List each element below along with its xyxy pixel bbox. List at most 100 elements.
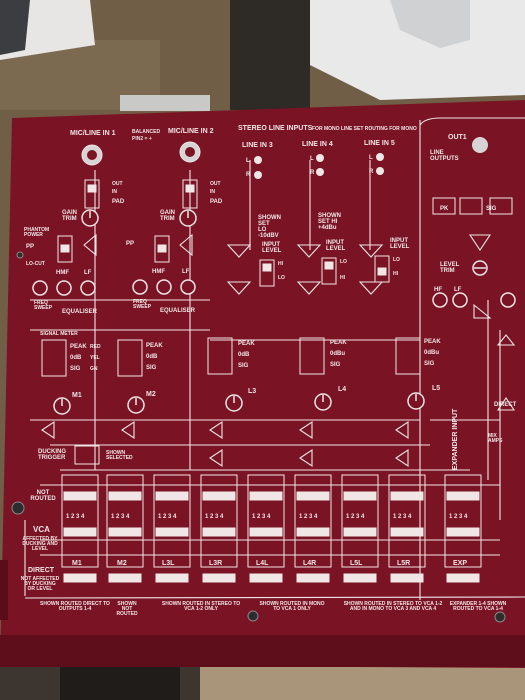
bottom-note-2: SHOWN NOT ROUTED <box>112 602 142 617</box>
peak-2: PEAK <box>146 343 163 349</box>
line-outputs-label: LINE OUTPUTS <box>430 150 470 162</box>
hi-5: HI <box>393 272 398 277</box>
lo-3: LO <box>278 276 285 281</box>
nums-l3l: 1 2 3 4 <box>158 514 176 520</box>
gain-trim-2: GAIN TRIM <box>160 210 184 222</box>
line3-label: LINE IN 3 <box>242 142 273 149</box>
hi-3: HI <box>278 262 283 267</box>
stereo-sub: FOR MONO LINE SET ROUTING FOR MONO <box>312 127 417 132</box>
peak-5: PEAK <box>424 339 441 345</box>
nums-l5l: 1 2 3 4 <box>346 514 364 520</box>
mic2-label: MIC/LINE IN 2 <box>168 128 214 135</box>
sig-2: SIG <box>146 365 156 371</box>
lf-2: LF <box>182 269 189 275</box>
l3-left: L <box>246 158 250 164</box>
m1-label: M1 <box>72 392 82 399</box>
nums-l3r: 1 2 3 4 <box>205 514 223 520</box>
direct-left-label: DIRECT <box>28 567 54 574</box>
freq-sweep-2: FREQ SWEEP <box>133 300 155 310</box>
bottom-note-5: SHOWN ROUTED IN STEREO TO VCA 1-2 AND IN… <box>338 602 448 612</box>
signal-meter-label: SIGNAL METER <box>40 332 78 337</box>
nums-m1: 1 2 3 4 <box>66 514 84 520</box>
direct-sub: NOT AFFECTED BY DUCKING OR LEVEL <box>20 577 60 592</box>
odb-3: 0dB <box>238 352 249 358</box>
channel-l4r: L4R <box>303 560 316 567</box>
l4-left: L <box>310 156 314 162</box>
nums-l4r: 1 2 3 4 <box>299 514 317 520</box>
nums-l5r: 1 2 3 4 <box>393 514 411 520</box>
equaliser-2: EQUALISER <box>160 308 195 314</box>
channel-m1: M1 <box>72 560 82 567</box>
l5-label: L5 <box>432 385 440 392</box>
mix-amps-label: MIX AMPS <box>488 434 512 444</box>
out1-label: OUT1 <box>448 134 467 141</box>
out-sig-label: SIG <box>486 206 496 212</box>
odb-1: 0dB <box>70 355 81 361</box>
m2-label: M2 <box>146 391 156 398</box>
lo-5: LO <box>393 258 400 263</box>
channel-l5l: L5L <box>350 560 362 567</box>
l5-left: L <box>369 155 373 161</box>
in-1: IN <box>112 190 117 195</box>
sig-5: SIG <box>424 361 434 367</box>
out-2: OUT <box>210 182 221 187</box>
equaliser-1: EQUALISER <box>62 309 97 315</box>
l3-right: R <box>246 172 250 178</box>
pin2-label: PIN2 = + <box>132 137 152 142</box>
lo-4: LO <box>340 260 347 265</box>
channel-l3r: L3R <box>209 560 222 567</box>
sig-1: SIG <box>70 366 80 372</box>
channel-l5r: L5R <box>397 560 410 567</box>
direct-label: DIRECT <box>494 402 516 408</box>
yel-label: YEL <box>90 356 100 361</box>
shown-selected-label: SHOWN SELECTED <box>106 451 136 461</box>
locut-label: LO-CUT <box>26 262 45 267</box>
sig-3: SIG <box>238 363 248 369</box>
bottom-note-3: SHOWN ROUTED IN STEREO TO VCA 1-2 ONLY <box>160 602 242 612</box>
channel-exp: EXP <box>453 560 467 567</box>
l3-label: L3 <box>248 388 256 395</box>
l5-right: R <box>369 169 373 175</box>
pk-label: PK <box>440 206 448 212</box>
nums-l4l: 1 2 3 4 <box>252 514 270 520</box>
stereo-title: STEREO LINE INPUTS <box>238 125 312 132</box>
channel-m2: M2 <box>117 560 127 567</box>
pp-2: PP <box>126 241 134 247</box>
pad-1: PAD <box>112 199 124 205</box>
vca-label: VCA <box>33 526 50 534</box>
nums-exp: 1 2 3 4 <box>449 514 467 520</box>
nums-m2: 1 2 3 4 <box>111 514 129 520</box>
lf-out-label: LF <box>454 287 461 293</box>
shown-set-lo: SHOWN SET LO -10dBV <box>258 215 278 239</box>
peak-1: PEAK <box>70 344 87 350</box>
hi-4: HI <box>340 276 345 281</box>
vca-sub: AFFECTED BY DUCKING AND LEVEL <box>22 537 58 552</box>
gain-trim-1: GAIN TRIM <box>62 210 86 222</box>
ducking-label: DUCKING TRIGGER <box>38 449 72 461</box>
peak-3: PEAK <box>238 341 255 347</box>
bottom-note-6: EXPANDER 1-4 SHOWN ROUTED TO VCA 1-4 <box>448 602 508 612</box>
balanced-label: BALANCED <box>132 130 160 135</box>
input-level-4: INPUT LEVEL <box>326 240 346 252</box>
channel-l4l: L4L <box>256 560 268 567</box>
l4-right: R <box>310 170 314 176</box>
bottom-note-4: SHOWN ROUTED IN MONO TO VCA 1 ONLY <box>258 602 326 612</box>
hmf-2: HMF <box>152 269 165 275</box>
shown-set-hi: SHOWN SET HI +4dBu <box>318 213 338 231</box>
pp-1: PP <box>26 244 34 250</box>
out-1: OUT <box>112 182 123 187</box>
pad-2: PAD <box>210 199 222 205</box>
mic1-label: MIC/LINE IN 1 <box>70 130 116 137</box>
lf-1: LF <box>84 270 91 276</box>
line4-label: LINE IN 4 <box>302 141 333 148</box>
peak-4: PEAK <box>330 340 347 346</box>
hf-label: HF <box>434 287 442 293</box>
odbu-5: 0dBu <box>424 350 439 356</box>
input-level-3: INPUT LEVEL <box>262 242 282 254</box>
hmf-1: HMF <box>56 270 69 276</box>
bottom-note-1: SHOWN ROUTED DIRECT TO OUTPUTS 1-4 <box>40 602 110 612</box>
level-trim-label: LEVEL TRIM <box>440 262 464 274</box>
not-routed-label: NOT ROUTED <box>28 490 58 502</box>
